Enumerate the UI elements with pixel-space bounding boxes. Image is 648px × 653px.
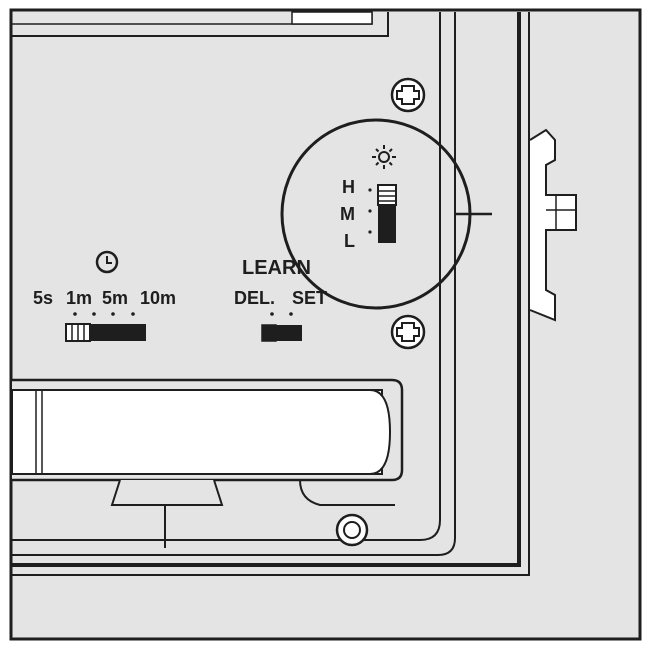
top-compartment — [12, 12, 389, 37]
learn-title: LEARN — [242, 257, 311, 279]
learn-slider-switch[interactable] — [261, 324, 302, 342]
screw-top-icon — [390, 77, 426, 113]
sensitivity-level-m: M — [340, 204, 355, 224]
timer-option-5m: 5m — [102, 288, 128, 308]
battery — [11, 389, 383, 475]
battery-compartment — [11, 378, 404, 548]
timer-control: 5s 1m 5m 10m — [33, 250, 176, 342]
timer-option-5s: 5s — [33, 288, 53, 308]
timer-dots — [73, 312, 135, 316]
inner-panel-border-2 — [12, 12, 456, 556]
screw-bottom-icon — [390, 314, 426, 350]
learn-control: LEARN DEL. SET — [234, 257, 327, 342]
sensitivity-dots — [368, 188, 372, 234]
enclosure-edge — [12, 12, 521, 567]
sensitivity-control: H M L — [280, 118, 492, 310]
sensitivity-level-h: H — [342, 177, 355, 197]
inner-panel-border — [12, 12, 441, 541]
side-latch — [529, 128, 577, 322]
sensitivity-slider-switch[interactable] — [377, 184, 397, 243]
sun-icon — [372, 145, 396, 169]
learn-option-del: DEL. — [234, 288, 275, 308]
mounting-hole-icon — [335, 513, 369, 547]
learn-dots — [270, 312, 293, 316]
sensitivity-level-l: L — [344, 231, 355, 251]
learn-option-set: SET — [292, 288, 327, 308]
timer-slider-switch[interactable] — [65, 323, 146, 342]
enclosure-edge-outer — [12, 12, 530, 576]
timer-option-10m: 10m — [140, 288, 176, 308]
timer-option-1m: 1m — [66, 288, 92, 308]
top-battery — [291, 11, 373, 25]
clock-icon — [95, 250, 119, 274]
